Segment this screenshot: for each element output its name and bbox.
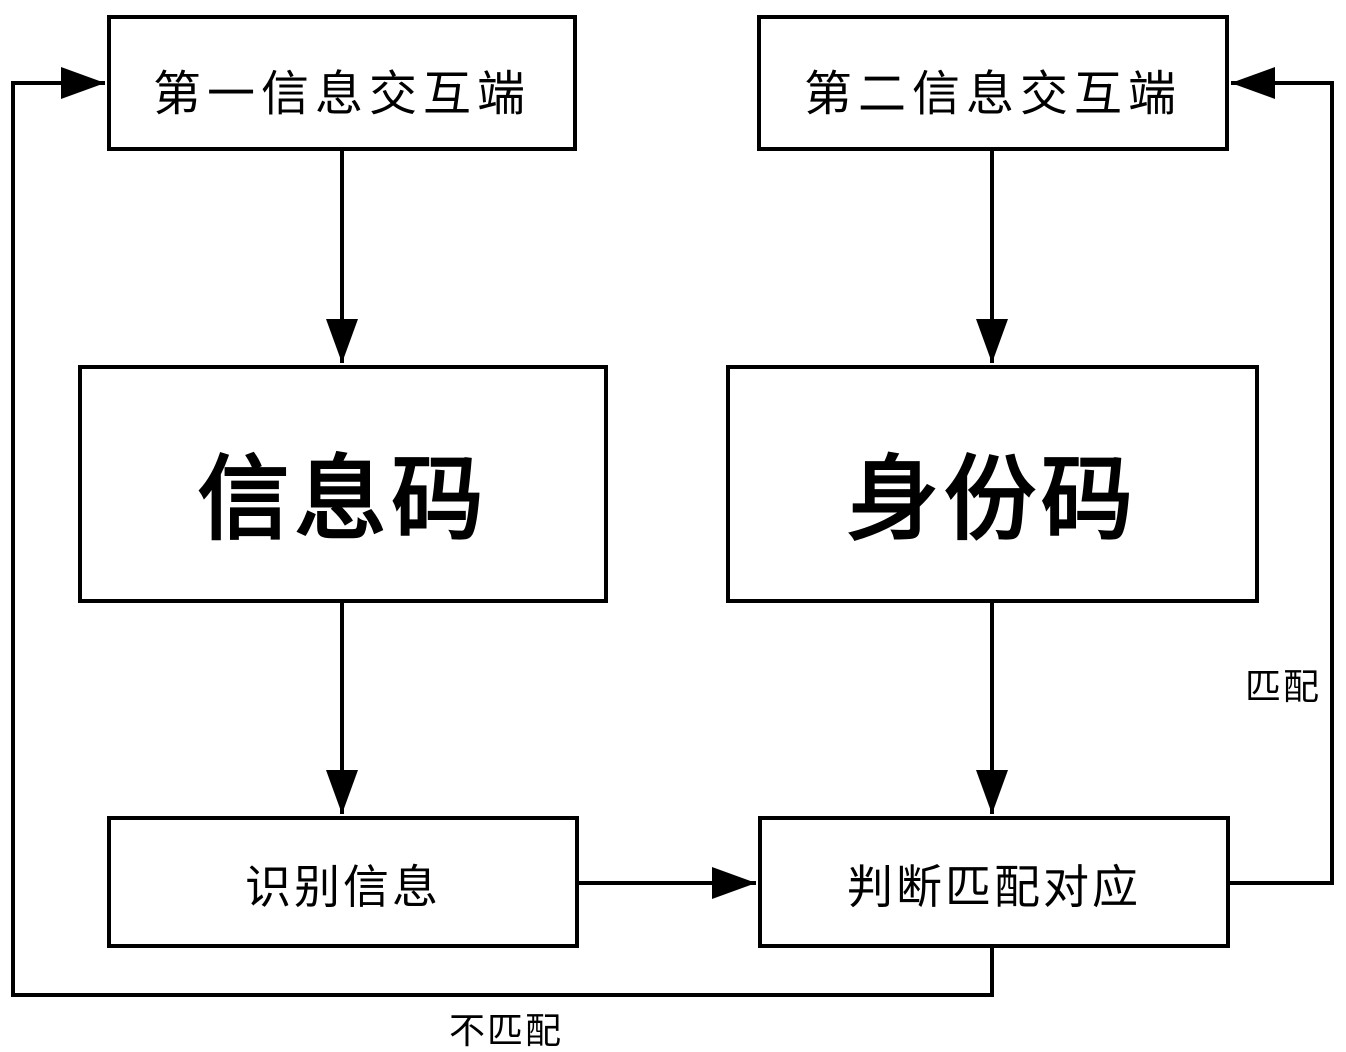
node-info-code: 信息码 xyxy=(78,365,608,603)
node-judge-match-label: 判断匹配对应 xyxy=(847,862,1141,913)
edge-label-no-match: 不匹配 xyxy=(449,1011,564,1051)
arrow-judge-nomatch-to-terminal1 xyxy=(11,67,994,997)
arrow-judge-match-to-terminal2 xyxy=(1230,67,1334,885)
node-terminal-2: 第二信息交互端 xyxy=(757,15,1229,151)
node-recognize-info: 识别信息 xyxy=(107,816,579,948)
node-recognize-info-label: 识别信息 xyxy=(245,862,441,913)
node-terminal-1: 第一信息交互端 xyxy=(107,15,577,151)
node-terminal-2-label: 第二信息交互端 xyxy=(803,68,1182,121)
node-id-code: 身份码 xyxy=(726,365,1259,603)
node-id-code-label: 身份码 xyxy=(846,448,1138,551)
edge-label-match: 匹配 xyxy=(1245,667,1322,707)
node-terminal-1-label: 第一信息交互端 xyxy=(152,68,531,121)
node-info-code-label: 信息码 xyxy=(197,448,489,551)
node-judge-match: 判断匹配对应 xyxy=(758,816,1230,948)
